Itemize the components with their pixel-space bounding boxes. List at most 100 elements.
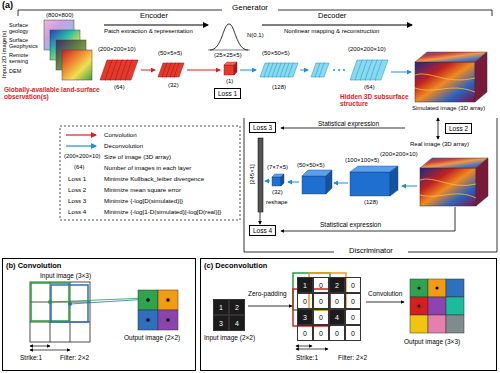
decoder-layers [260,60,388,80]
deconvolution-arrow [240,70,417,186]
text-label: Minimize Kullback_leiber divergence [104,175,204,182]
simulated-cube [415,74,475,92]
matrix-cell: 0 [329,293,345,309]
deconvolution-arrow [300,70,308,71]
deconvolution-arrow [391,72,411,73]
text-label: Patch extraction & representation [104,28,193,35]
convolution-illustration [138,290,158,310]
deconvolution-illustration [248,273,464,349]
deconvolution-illustration [410,279,428,297]
cell-value: 1 [214,300,228,315]
deconvolution-arrow [402,186,417,187]
text-label: Output image (3×3) [404,338,460,345]
cell-value: 0 [346,310,360,325]
convolution-illustration [158,310,178,330]
deconvolution-illustration [293,273,330,310]
discriminator-frame [244,118,497,252]
text-label: Discriminator [334,247,408,256]
convolution-illustration [166,298,170,302]
matrix-cell: 1 [213,299,229,315]
statistical-arrow [260,212,261,224]
cell-value: 0 [298,294,312,309]
cell-value: 0 [314,310,328,325]
simulated-cube [475,52,487,102]
deconvolution-illustration [428,297,446,315]
matrix-cell: 0 [297,325,313,341]
text-label: Output image (2×2) [124,334,180,341]
vector-bar [258,138,263,212]
deconvolution-illustration [293,289,330,326]
discriminator-layers [350,172,390,196]
real-cube [420,179,476,198]
discriminator-layers [326,170,332,194]
decoder-layers [338,69,340,71]
text-label: Generator [222,3,278,12]
convolution-illustration [30,282,90,342]
gaussian-curve [208,24,250,50]
panel-heading: (c) Deconvolution [204,261,267,270]
deconvolution-illustration [446,279,464,297]
text-label: Surface Geophysics [9,37,43,50]
convolution-illustration [146,298,150,302]
deconvolution-illustration [248,306,292,307]
cell-value: 2 [330,278,344,293]
matrix-cell: 0 [345,325,361,341]
text-label: Remote sensing [9,52,43,65]
text-label: Loss 1 [68,175,86,182]
text-label: DEM [9,68,43,74]
text-label: Input 2D image(s) [1,25,8,85]
matrix-cell: 4 [329,309,345,325]
text-label: reshape [266,199,288,206]
text-label: Decoder [318,12,346,21]
convolution-illustration [158,290,178,310]
legend-frame [66,145,96,146]
matrix-cell: 4 [229,315,245,331]
text-label: Globally-available land-surface observat… [4,86,110,101]
simulated-cube [415,52,487,62]
loss-box: Loss 1 [214,88,241,99]
text-label: (100×100×5) [345,157,379,164]
deconvolution-illustration [417,286,420,289]
text-label: Hidden 3D subsurface structure [340,93,412,108]
convolution-illustration [138,310,158,330]
gaussian-curve [210,24,248,50]
simulated-cube [415,62,475,102]
loss-label: Loss 4 [253,226,272,235]
text-label: (1) [226,78,233,85]
statistical-arrow [281,207,455,231]
loss-box: Loss 2 [445,123,472,134]
text-label: Encoder [140,12,168,21]
decoder-layers [319,63,329,77]
text-label: (25×25×5) [214,52,242,59]
loss-box: Loss 4 [249,225,276,236]
cell-value: 0 [346,326,360,341]
matrix-cell: 0 [313,277,329,293]
convolution-arrow [141,70,220,71]
deconvolution-illustration [366,302,404,303]
matrix-cell: 0 [297,293,313,309]
cell-value: 3 [214,316,228,331]
text-label: (200×200×10) [380,151,418,158]
text-label: Input image (2×2) [204,334,255,341]
matrix-cell: 0 [313,325,329,341]
legend-frame [60,126,240,220]
matrix-cell: 2 [329,277,345,293]
text-label: [245×1] [249,155,256,195]
discriminator-layers [272,177,281,186]
matrix-cell: 0 [313,293,329,309]
text-label: (7×7×5) [267,164,288,171]
discriminator-layers [272,166,398,196]
text-label: Statistical expression [320,221,381,228]
matrix-cell: 0 [329,325,345,341]
text-label: (32) [272,189,283,196]
discriminator-layers [350,166,398,172]
text-label: (64) [364,84,375,91]
deconvolution-illustration [296,346,312,347]
text-label: Surface geology [9,22,43,35]
text-label: (200×200×10) [64,153,100,160]
discriminator-layers [390,166,398,196]
cell-value: 0 [298,326,312,341]
cell-value: 4 [230,316,244,331]
loss-label: Loss 3 [253,123,272,132]
real-cube [476,158,488,206]
